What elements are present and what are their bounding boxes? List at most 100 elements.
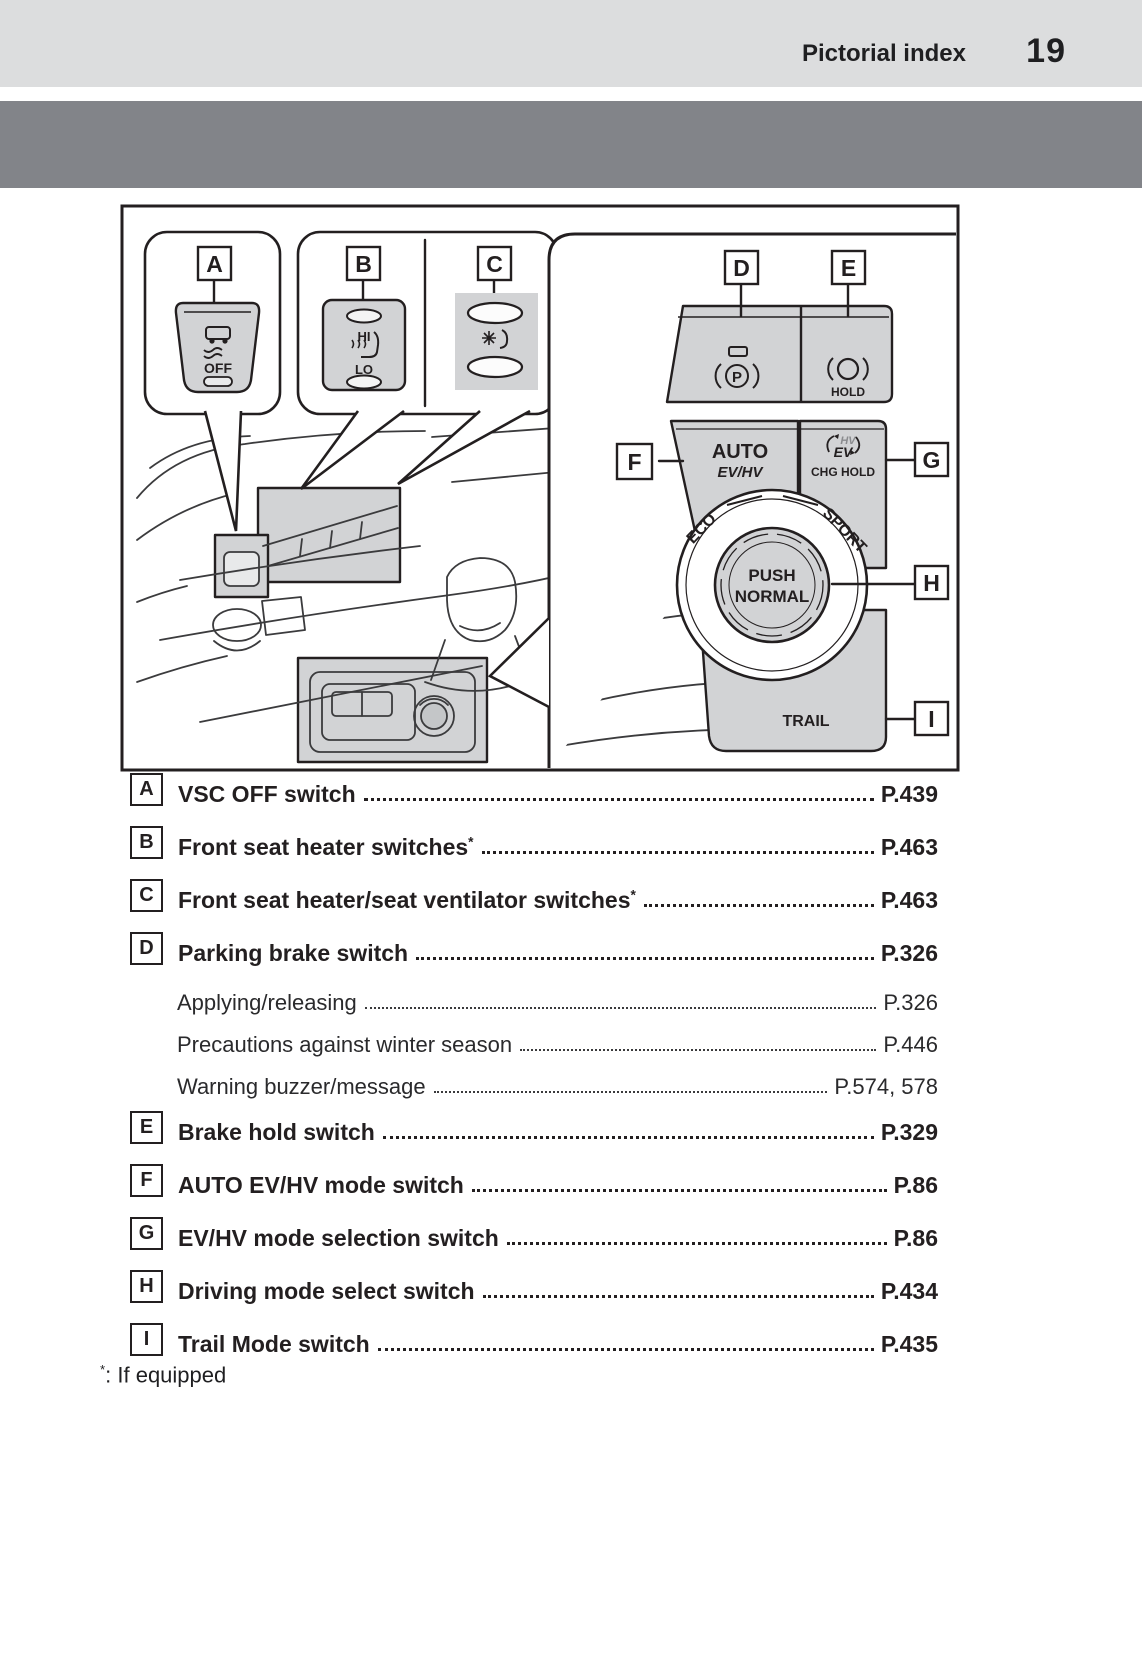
index-item-label: VSC OFF switch <box>178 780 356 807</box>
index-page-ref: P.86 <box>893 1171 938 1198</box>
normal-label: NORMAL <box>735 587 810 606</box>
index-item-label: Trail Mode switch <box>178 1330 370 1357</box>
index-page-ref: P.435 <box>880 1330 938 1357</box>
index-letter-square: G <box>130 1217 163 1250</box>
callout-b-pointer <box>299 409 405 491</box>
hold-label: HOLD <box>831 385 865 399</box>
if-equipped-asterisk: * <box>468 834 474 850</box>
trail-label: TRAIL <box>782 713 829 730</box>
svg-text:HV: HV <box>840 435 857 447</box>
dot-leader <box>416 957 874 960</box>
index-row-i: I Trail Mode switch P.435 <box>130 1322 938 1356</box>
label-f: F <box>627 449 641 475</box>
index-letter-square: I <box>130 1323 163 1356</box>
dot-leader <box>382 1136 874 1139</box>
callout-a: A OFF <box>143 230 282 532</box>
heater-lo-label: LO <box>355 362 373 377</box>
car-skid-icon <box>203 326 231 359</box>
page-title: Pictorial index <box>801 40 966 67</box>
dot-leader <box>506 1242 887 1245</box>
index-letter-square: C <box>130 879 163 912</box>
label-g: G <box>923 447 941 473</box>
svg-text:P: P <box>732 369 742 386</box>
seat-ventilator-fan-icon <box>482 329 509 349</box>
climate-panel-highlight <box>256 486 402 584</box>
label-i: I <box>928 706 934 732</box>
callout-bc: B C HI LO <box>296 230 559 491</box>
label-square-g <box>913 441 950 478</box>
index-letter-square: B <box>130 826 163 859</box>
label-square-f <box>615 442 654 481</box>
index-page-ref: P.439 <box>880 780 938 807</box>
index-row-b: B Front seat heater switches* P.463 <box>130 825 938 859</box>
label-d: D <box>733 255 750 281</box>
index-page-ref: P.574, 578 <box>834 1073 938 1099</box>
footnote-asterisk: * <box>100 1362 106 1377</box>
index-page-ref: P.434 <box>880 1277 938 1304</box>
parking-brake-panel: P HOLD <box>665 304 894 404</box>
chg-hold-label: CHG HOLD <box>811 465 875 479</box>
dot-leader <box>520 1049 877 1051</box>
page-number: 19 <box>1026 32 1066 70</box>
evhv-label: EV/HV <box>717 464 764 481</box>
index-item-label: Driving mode select switch <box>178 1277 475 1304</box>
brake-hold-icon: HOLD <box>827 357 869 399</box>
index-item-label: Applying/releasing <box>177 989 357 1015</box>
dot-leader <box>363 798 874 801</box>
index-page-ref: P.446 <box>883 1031 938 1057</box>
section-color-band <box>0 101 1142 188</box>
dot-leader <box>643 904 874 907</box>
dot-leader <box>482 1295 874 1298</box>
dot-leader <box>471 1189 887 1192</box>
index-page-ref: P.86 <box>893 1224 938 1251</box>
label-square-a <box>196 245 233 282</box>
index-item-label: Warning buzzer/message <box>177 1073 426 1099</box>
index-item-label: AUTO EV/HV mode switch <box>178 1171 464 1198</box>
header-band <box>0 0 1142 87</box>
index-item-label: Front seat heater switches* <box>178 833 474 860</box>
label-square-i <box>913 700 950 737</box>
index-item-label: Brake hold switch <box>178 1118 375 1145</box>
seat-heater-icon <box>351 331 380 358</box>
index-page-ref: P.326 <box>880 939 938 966</box>
parking-brake-icon: P <box>714 346 760 389</box>
index-page-ref: P.463 <box>880 886 938 913</box>
index-letter-square: A <box>130 773 163 806</box>
label-square-c <box>476 245 513 282</box>
label-h: H <box>923 570 940 596</box>
if-equipped-asterisk: * <box>630 887 636 903</box>
label-a: A <box>206 251 223 277</box>
label-square-h <box>913 564 950 601</box>
dot-leader <box>377 1348 874 1351</box>
callout-right: P HOLD AUTO EV/HV HV EV <box>487 232 956 768</box>
dot-leader <box>481 851 874 854</box>
ev-cycle-icon: HV EV <box>826 434 861 460</box>
callout-a-pointer <box>203 410 243 532</box>
index-subrow: Precautions against winter season P.446 <box>130 1026 938 1056</box>
heater-hi-label: HI <box>358 329 371 344</box>
index-letter-square: H <box>130 1270 163 1303</box>
vsc-off-label: OFF <box>204 360 232 376</box>
index-page-ref: P.463 <box>880 833 938 860</box>
index-letter-square: D <box>130 932 163 965</box>
index-row-a: A VSC OFF switch P.439 <box>130 772 938 806</box>
dot-leader <box>433 1091 828 1093</box>
callout-c-pointer <box>397 409 531 486</box>
seat-ventilator-switch <box>455 293 538 390</box>
driving-mode-dial: ECO SPORT PUSH NORMAL <box>675 488 870 682</box>
vsc-button-art <box>223 551 260 587</box>
label-square-d <box>723 249 760 286</box>
label-c: C <box>486 251 503 277</box>
callout-right-pointer <box>487 617 550 709</box>
svg-text:EV: EV <box>834 444 854 460</box>
index-item-label: Precautions against winter season <box>177 1031 513 1057</box>
dot-leader <box>364 1007 877 1009</box>
